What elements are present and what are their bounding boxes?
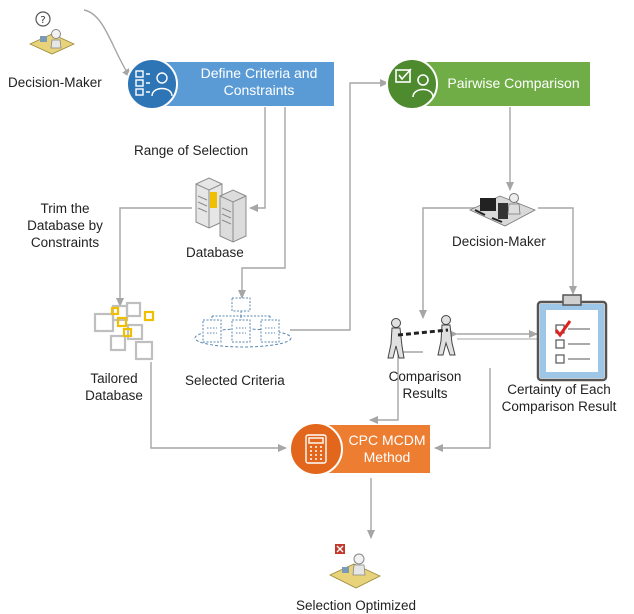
check-user-icon bbox=[395, 68, 434, 98]
pairwise-circle bbox=[386, 58, 438, 110]
checklist-user-icon bbox=[135, 70, 173, 97]
arrow-dm-to-results bbox=[419, 207, 475, 319]
question-bubble-icon bbox=[35, 11, 51, 27]
database-label: Database bbox=[186, 245, 244, 260]
selected-criteria-icon bbox=[194, 297, 292, 348]
arrows bbox=[83, 9, 577, 539]
define-criteria-box bbox=[151, 62, 334, 106]
decision-maker-desk-icon: ? bbox=[29, 11, 75, 55]
pairwise-node bbox=[386, 58, 590, 110]
svg-text:?: ? bbox=[40, 15, 45, 26]
cpc-label: CPC MCDM Method bbox=[348, 432, 426, 465]
selection-optimized-label: Selection Optimized bbox=[296, 598, 417, 613]
pairwise-label: Pairwise Comparison bbox=[447, 75, 580, 91]
arrow-database-to-tailored bbox=[116, 207, 192, 307]
decision-maker-computer-icon bbox=[469, 193, 536, 227]
decision-maker-right-label: Decision-Maker bbox=[452, 234, 546, 249]
selection-optimized-icon bbox=[329, 544, 381, 589]
arrow-define-to-criteria bbox=[238, 107, 286, 299]
tailored-database-label: Tailored Database bbox=[85, 371, 143, 403]
decision-maker-top-label: Decision-Maker bbox=[8, 75, 102, 90]
clipboard-checklist-icon bbox=[536, 294, 608, 382]
database-icon bbox=[195, 177, 247, 243]
define-criteria-circle bbox=[126, 58, 178, 110]
arrow-dm-to-certainty bbox=[538, 207, 577, 295]
calculator-icon bbox=[305, 434, 327, 464]
comparison-results-label: Comparison Results bbox=[388, 369, 462, 401]
arrow-certainty-to-cpc bbox=[434, 368, 491, 452]
arrow-results-to-cpc bbox=[369, 351, 423, 424]
arrow-define-to-database bbox=[249, 107, 266, 212]
define-criteria-label: Define Criteria and Constraints bbox=[200, 65, 318, 98]
arrow-tailored-to-cpc bbox=[150, 362, 287, 452]
arrow-criteria-to-pairwise bbox=[290, 79, 389, 331]
tailored-database-icon bbox=[93, 301, 155, 361]
trim-database-label: Trim the Database by Constraints bbox=[27, 201, 103, 250]
tug-of-war-icon bbox=[387, 315, 456, 359]
selected-criteria-label: Selected Criteria bbox=[185, 373, 285, 388]
cpc-circle bbox=[289, 422, 343, 476]
cpc-node bbox=[289, 422, 430, 476]
arrow-dm-to-define bbox=[83, 9, 131, 78]
range-of-selection-label: Range of Selection bbox=[134, 143, 249, 158]
define-criteria-node bbox=[126, 58, 334, 110]
certainty-label: Certainty of Each Comparison Result bbox=[501, 382, 617, 414]
